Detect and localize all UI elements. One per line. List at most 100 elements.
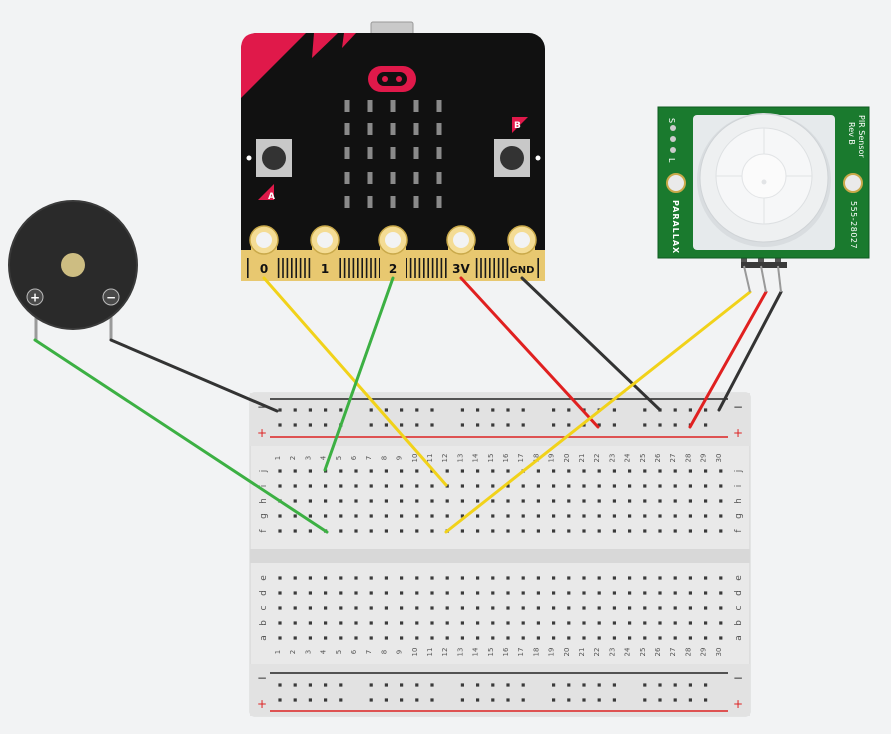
rail-hole[interactable] <box>491 408 495 412</box>
wire-3v-to-rail[interactable] <box>459 276 600 429</box>
rail-hole[interactable] <box>658 683 662 687</box>
breadboard-hole[interactable] <box>506 484 510 488</box>
breadboard-hole[interactable] <box>384 576 388 580</box>
rail-hole[interactable] <box>506 698 510 702</box>
breadboard-hole[interactable] <box>628 514 632 518</box>
breadboard-hole[interactable] <box>643 514 647 518</box>
rail-hole[interactable] <box>612 408 616 412</box>
breadboard-hole[interactable] <box>612 621 616 625</box>
breadboard-hole[interactable] <box>384 591 388 595</box>
breadboard-hole[interactable] <box>673 469 677 473</box>
breadboard-hole[interactable] <box>704 469 708 473</box>
breadboard-hole[interactable] <box>308 621 312 625</box>
breadboard-hole[interactable] <box>506 621 510 625</box>
breadboard-hole[interactable] <box>308 591 312 595</box>
breadboard-hole[interactable] <box>597 469 601 473</box>
breadboard-hole[interactable] <box>704 606 708 610</box>
rail-hole[interactable] <box>384 698 388 702</box>
breadboard-hole[interactable] <box>324 606 328 610</box>
breadboard-hole[interactable] <box>400 529 404 533</box>
rail-hole[interactable] <box>688 683 692 687</box>
breadboard-hole[interactable] <box>719 499 723 503</box>
breadboard-hole[interactable] <box>719 636 723 640</box>
breadboard-hole[interactable] <box>582 591 586 595</box>
breadboard-hole[interactable] <box>552 636 556 640</box>
rail-hole[interactable] <box>612 423 616 427</box>
rail-hole[interactable] <box>658 423 662 427</box>
breadboard-hole[interactable] <box>552 576 556 580</box>
breadboard-hole[interactable] <box>536 529 540 533</box>
breadboard-hole[interactable] <box>324 484 328 488</box>
breadboard-hole[interactable] <box>308 469 312 473</box>
breadboard-hole[interactable] <box>308 529 312 533</box>
breadboard-hole[interactable] <box>491 576 495 580</box>
breadboard-hole[interactable] <box>521 514 525 518</box>
rail-hole[interactable] <box>567 408 571 412</box>
breadboard-hole[interactable] <box>369 591 373 595</box>
button-a[interactable] <box>246 139 293 177</box>
rail-hole[interactable] <box>521 698 525 702</box>
rail-hole[interactable] <box>324 698 328 702</box>
breadboard-hole[interactable] <box>491 606 495 610</box>
breadboard-hole[interactable] <box>552 514 556 518</box>
breadboard-hole[interactable] <box>536 499 540 503</box>
breadboard-hole[interactable] <box>354 484 358 488</box>
rail-hole[interactable] <box>567 423 571 427</box>
rail-hole[interactable] <box>521 683 525 687</box>
breadboard-hole[interactable] <box>460 514 464 518</box>
breadboard-hole[interactable] <box>612 529 616 533</box>
breadboard-hole[interactable] <box>278 514 282 518</box>
rail-hole[interactable] <box>597 423 601 427</box>
breadboard-hole[interactable] <box>369 529 373 533</box>
rail-hole[interactable] <box>612 698 616 702</box>
breadboard-hole[interactable] <box>308 514 312 518</box>
rail-hole[interactable] <box>552 408 556 412</box>
breadboard-hole[interactable] <box>354 529 358 533</box>
rail-hole[interactable] <box>308 408 312 412</box>
breadboard-hole[interactable] <box>643 606 647 610</box>
button-b[interactable] <box>494 139 541 177</box>
breadboard-hole[interactable] <box>369 469 373 473</box>
breadboard-hole[interactable] <box>719 591 723 595</box>
wire-pir-signal[interactable] <box>444 290 752 534</box>
breadboard-hole[interactable] <box>704 499 708 503</box>
breadboard-hole[interactable] <box>384 484 388 488</box>
rail-hole[interactable] <box>415 698 419 702</box>
rail-hole[interactable] <box>704 423 708 427</box>
breadboard-hole[interactable] <box>704 576 708 580</box>
breadboard-hole[interactable] <box>582 621 586 625</box>
breadboard-hole[interactable] <box>354 636 358 640</box>
breadboard-hole[interactable] <box>384 606 388 610</box>
breadboard-hole[interactable] <box>491 621 495 625</box>
breadboard-hole[interactable] <box>324 636 328 640</box>
rail-hole[interactable] <box>643 698 647 702</box>
breadboard-hole[interactable] <box>643 529 647 533</box>
rail-hole[interactable] <box>643 423 647 427</box>
breadboard-hole[interactable] <box>521 636 525 640</box>
breadboard-hole[interactable] <box>369 484 373 488</box>
rail-hole[interactable] <box>643 683 647 687</box>
breadboard-hole[interactable] <box>460 469 464 473</box>
rail-hole[interactable] <box>430 423 434 427</box>
breadboard-hole[interactable] <box>612 484 616 488</box>
buzzer-plus-terminal[interactable] <box>26 288 44 306</box>
rail-hole[interactable] <box>521 423 525 427</box>
rail-hole[interactable] <box>476 408 480 412</box>
breadboard-hole[interactable] <box>339 636 343 640</box>
breadboard-hole[interactable] <box>339 529 343 533</box>
rail-hole[interactable] <box>688 698 692 702</box>
breadboard-hole[interactable] <box>688 636 692 640</box>
rail-hole[interactable] <box>491 683 495 687</box>
breadboard-hole[interactable] <box>308 576 312 580</box>
breadboard-hole[interactable] <box>582 606 586 610</box>
breadboard-hole[interactable] <box>339 576 343 580</box>
breadboard-hole[interactable] <box>719 576 723 580</box>
rail-hole[interactable] <box>476 698 480 702</box>
breadboard-hole[interactable] <box>658 514 662 518</box>
breadboard-hole[interactable] <box>552 591 556 595</box>
breadboard-hole[interactable] <box>612 606 616 610</box>
breadboard-hole[interactable] <box>400 499 404 503</box>
rail-hole[interactable] <box>673 423 677 427</box>
rail-hole[interactable] <box>567 683 571 687</box>
rail-hole[interactable] <box>597 698 601 702</box>
